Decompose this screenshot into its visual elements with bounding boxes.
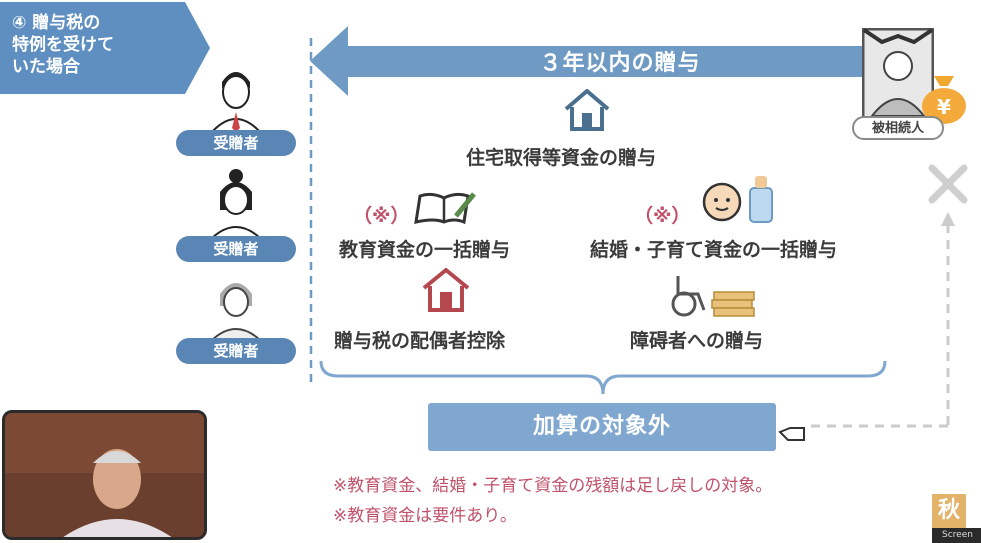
three-year-arrow [310,26,865,96]
education-note-mark: （※） [353,205,410,227]
grouping-brace [319,360,887,395]
wheelchair-money-icon [671,276,755,317]
recipient-label: 受贈者 [176,130,296,156]
section-title-line3: いた場合 [12,57,80,77]
section-title-line1: ④ 贈与税の [12,13,101,33]
disabled-gift-label: 障碍者への贈与 [630,330,764,352]
decedent-portrait [861,27,935,136]
decedent-label: 被相続人 [852,116,944,140]
education-gift-label: 教育資金の一括贈与 [339,239,511,261]
man-icon [210,72,262,132]
housing-gift-label: 住宅取得等資金の贈与 [466,147,657,169]
recipients-divider [309,38,313,383]
woman-icon [210,169,262,238]
section-title-line2: 特例を受けて [12,35,114,55]
channel-logo: 秋 [932,494,966,528]
book-pencil-icon [414,192,476,225]
yen-moneybag-icon: ¥ [922,76,966,124]
section-tag: ④ 贈与税の 特例を受けて いた場合 [0,0,212,96]
footnote-2: ※教育資金は要件あり。 [333,506,517,526]
footnote-1: ※教育資金、結婚・子育て資金の残額は足し戻しの対象。 [333,476,773,496]
three-year-gift-label: ３年以内の贈与 [539,51,701,76]
screen-recorder-watermark: Screen [932,528,981,543]
pointing-hand-icon [778,427,805,441]
house-icon [564,89,610,131]
grandmother-icon [210,283,262,340]
excluded-from-addition-box: 加算の対象外 [428,403,776,451]
presenter-video [2,410,207,540]
marriage-childcare-gift-label: 結婚・子育て資金の一括贈与 [590,239,838,261]
presenter-image [5,413,204,537]
cross-icon [928,164,968,204]
tag-shape [0,2,210,94]
spouse-deduction-label: 贈与税の配偶者控除 [334,330,506,352]
svg-text:¥: ¥ [937,95,951,119]
baby-bottle-icon [702,176,773,223]
return-dashed-arrow [804,212,955,428]
recipient-label: 受贈者 [176,236,296,262]
house-icon [422,268,470,312]
recipient-label: 受贈者 [176,338,296,364]
section-title: ④ 贈与税の 特例を受けて いた場合 [12,12,192,78]
decedent-photo-icon [861,27,935,121]
marriage-note-mark: （※） [634,205,691,227]
